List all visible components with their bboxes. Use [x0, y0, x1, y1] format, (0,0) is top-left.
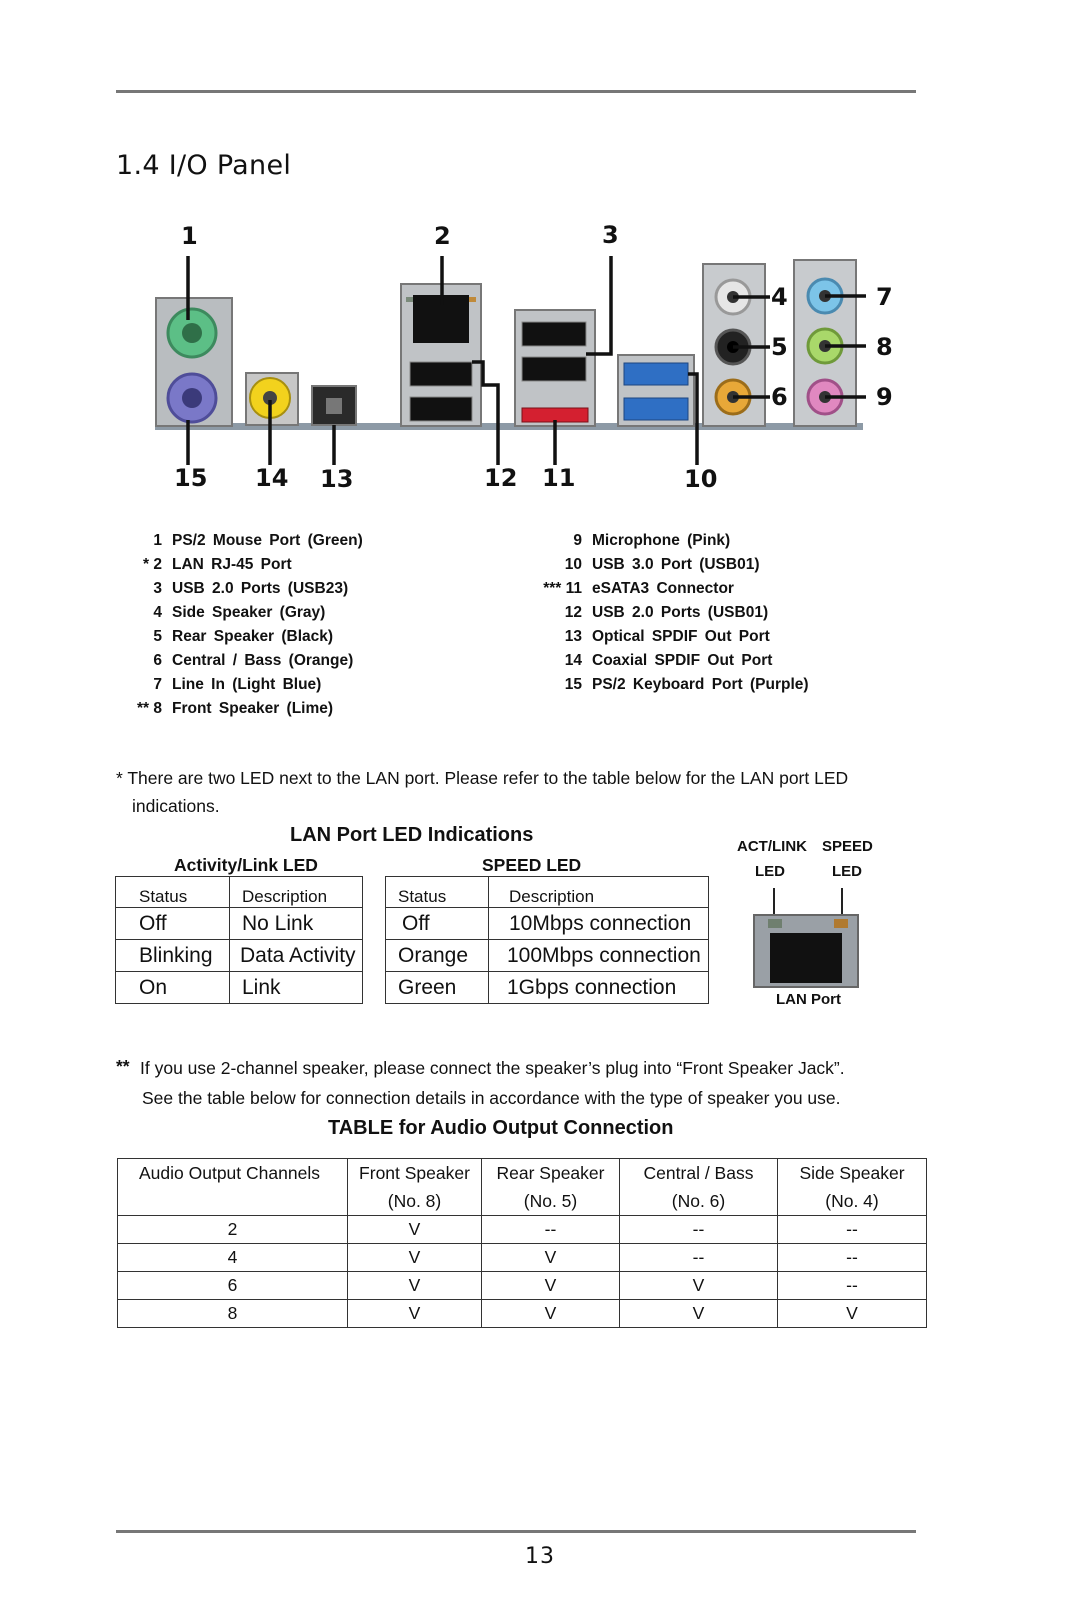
speaker-note-line2: See the table below for connection detai… [142, 1088, 841, 1108]
speed-led-label: LED [832, 863, 862, 880]
table-header-row: Audio Output Channels Front Speaker(No. … [117, 1158, 927, 1216]
lan-note-line2: indications. [132, 796, 220, 816]
act-link-label: ACT/LINK [737, 838, 807, 855]
esata-port [521, 407, 589, 423]
callout-1: 1 [181, 222, 198, 250]
table-header-row: Status Description [115, 876, 363, 908]
header-cell: Front Speaker(No. 8) [347, 1158, 482, 1216]
header-cell: Central / Bass(No. 6) [619, 1158, 778, 1216]
speaker-note-mark: ** [116, 1056, 130, 1076]
callout-14: 14 [255, 464, 289, 492]
io-panel-diagram [155, 256, 866, 465]
callout-5: 5 [771, 333, 788, 361]
act-led-title: Activity/Link LED [174, 855, 318, 875]
lan-heading: LAN Port LED Indications [290, 824, 534, 846]
callout-8: 8 [876, 333, 893, 361]
lan-port-caption: LAN Port [776, 991, 841, 1008]
callout-12: 12 [484, 464, 518, 492]
lan-port-figure [753, 888, 859, 988]
speaker-note-line1: If you use 2-channel speaker, please con… [140, 1058, 845, 1078]
header-cell: Side Speaker(No. 4) [777, 1158, 927, 1216]
callout-13: 13 [320, 465, 354, 493]
usb2-port-3b [521, 356, 587, 382]
header-cell: Description [229, 876, 363, 908]
usb3-port-b [623, 397, 689, 421]
callout-4: 4 [771, 283, 788, 311]
header-cell: Status [385, 876, 489, 908]
speed-led-title: SPEED LED [482, 855, 582, 875]
usb3-port-a [623, 362, 689, 386]
audio-table-heading: TABLE for Audio Output Connection [328, 1117, 674, 1139]
callout-7: 7 [876, 283, 893, 311]
io-shield-strip [155, 423, 863, 430]
header-cell: Audio Output Channels [117, 1158, 348, 1216]
leader-lines [186, 256, 866, 465]
callout-11: 11 [542, 464, 576, 492]
audio-output-table: Audio Output Channels Front Speaker(No. … [117, 1158, 927, 1328]
act-led-label: LED [755, 863, 785, 880]
page-number: 13 [525, 1544, 555, 1569]
callout-2: 2 [434, 222, 451, 250]
header-cell: Description [488, 876, 709, 908]
usb2-port-3a [521, 321, 587, 347]
header-cell: Rear Speaker(No. 5) [481, 1158, 620, 1216]
section-title: 1.4 I/O Panel [116, 150, 292, 181]
callout-3: 3 [602, 221, 619, 249]
header-cell: Status [115, 876, 230, 908]
callout-6: 6 [771, 383, 788, 411]
bottom-rule [116, 1530, 916, 1533]
table-header-row: Status Description [385, 876, 709, 908]
callout-9: 9 [876, 383, 893, 411]
callout-10: 10 [684, 465, 718, 493]
usb2-port-12b [409, 396, 473, 422]
callout-15: 15 [174, 464, 208, 492]
lan-note-line1: * There are two LED next to the LAN port… [116, 768, 849, 788]
top-rule [116, 90, 916, 93]
usb2-port-12a [409, 361, 473, 387]
speed-label: SPEED [822, 838, 873, 855]
